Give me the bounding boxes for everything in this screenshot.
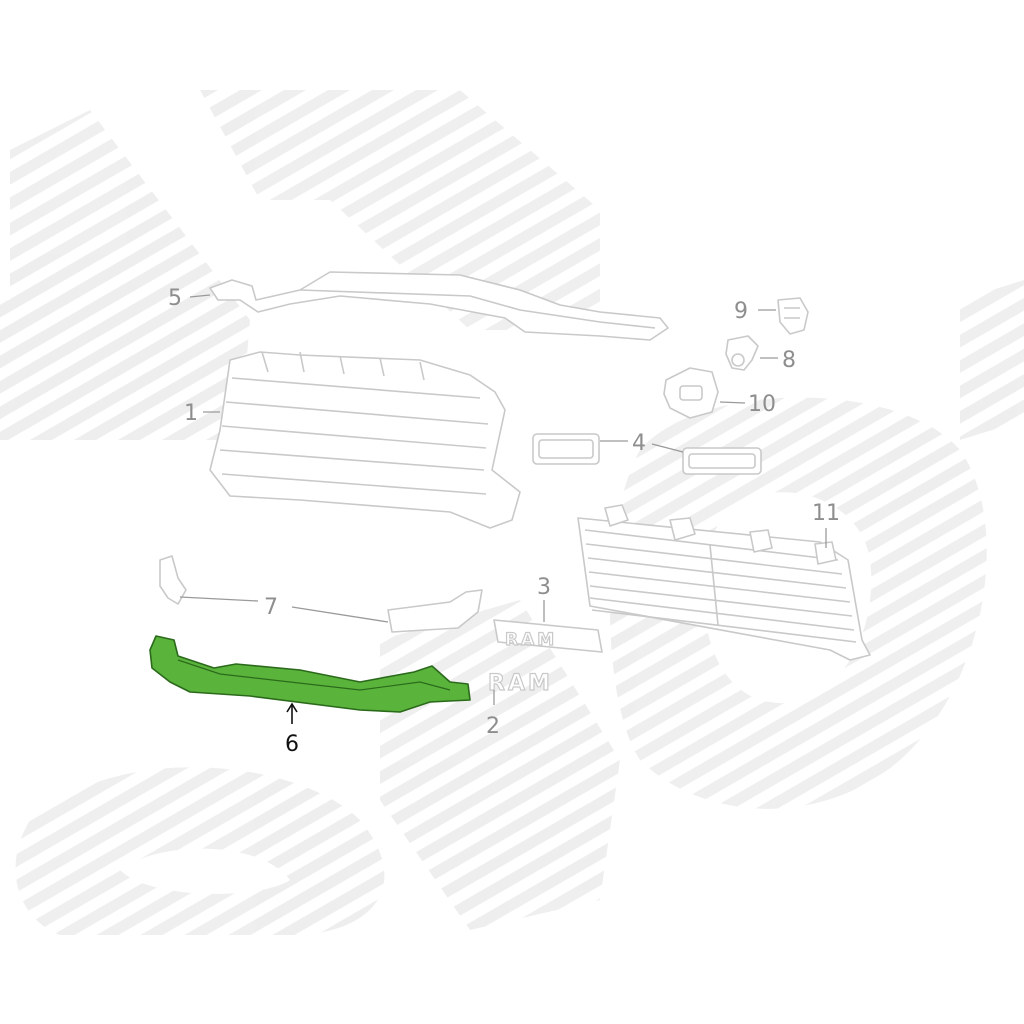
leader-lines — [179, 294, 827, 724]
part-8-sensor — [725, 335, 759, 371]
callout-9: 9 — [734, 299, 748, 324]
part-3-emblem-plate: RAM — [493, 619, 603, 653]
part-6-lower-reinforcement — [149, 635, 471, 713]
part-1-grille-shell — [209, 351, 521, 529]
callout-5: 5 — [168, 286, 182, 311]
callout-1: 1 — [184, 401, 198, 426]
part-11-grille-insert — [577, 504, 871, 661]
callout-7: 7 — [264, 595, 278, 620]
part-7-brackets — [159, 555, 483, 633]
callout-3: 3 — [537, 575, 551, 600]
part-9-clip — [777, 297, 809, 335]
callout-4: 4 — [632, 431, 646, 456]
callout-labels: 5 1 9 8 10 4 11 7 3 2 6 — [168, 286, 840, 757]
callout-6: 6 — [285, 732, 299, 757]
callout-2: 2 — [486, 714, 500, 739]
callout-11: 11 — [812, 501, 840, 526]
part-10-bracket — [663, 367, 719, 419]
part-2-emblem: RAM — [487, 670, 553, 696]
callout-10: 10 — [748, 392, 776, 417]
callout-8: 8 — [782, 348, 796, 373]
part-3-badge-text: RAM — [505, 630, 557, 650]
part-2-badge-text: RAM — [488, 671, 553, 696]
watermark-logo — [0, 90, 1024, 935]
part-4-trim — [532, 433, 762, 475]
part-5-upper-support — [209, 271, 669, 341]
